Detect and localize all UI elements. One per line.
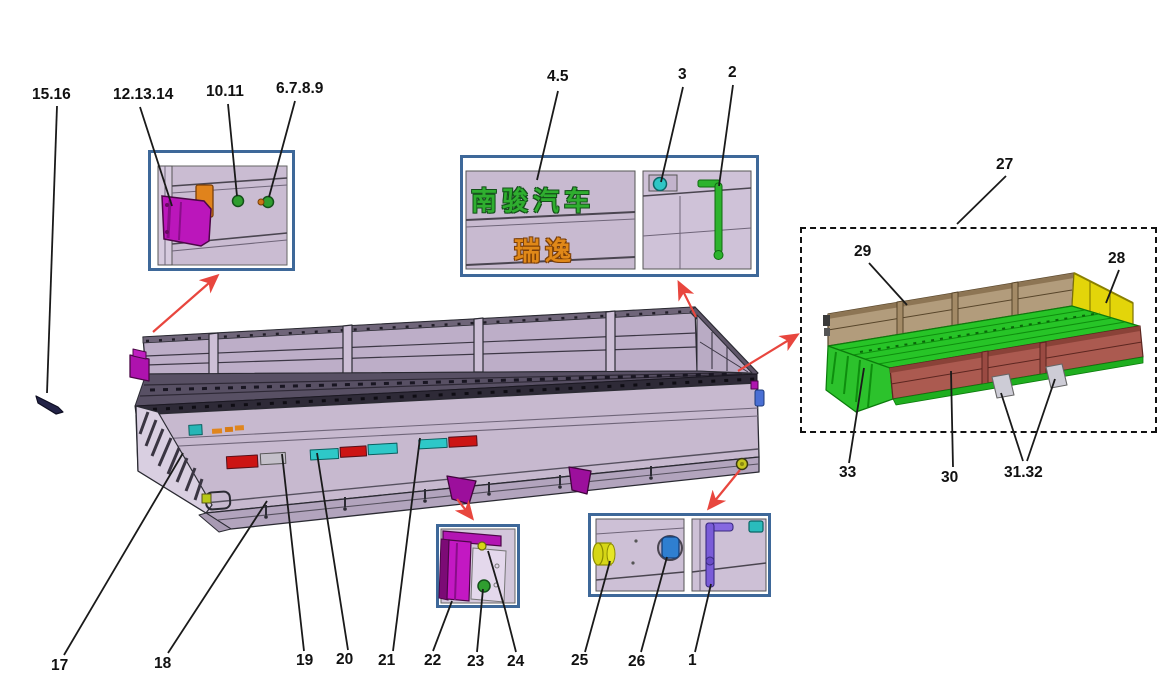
callout-17: 17 [51, 657, 69, 674]
callout-18: 18 [154, 655, 172, 672]
callout-1: 1 [688, 652, 697, 669]
support-bracket-magenta-1 [446, 475, 477, 505]
inset-box-bracket-detail [436, 524, 520, 608]
callout-23: 23 [467, 653, 485, 670]
callout-10-11: 10.11 [206, 83, 244, 100]
callout-33: 33 [839, 464, 857, 481]
brand-text-line2: 瑞逸 [514, 237, 577, 267]
callout-3: 3 [678, 66, 687, 83]
cargo-bed-line-drawing [35, 306, 765, 533]
small-logo-marks [211, 425, 245, 434]
callout-27: 27 [996, 156, 1014, 173]
item-15-16-strip [35, 395, 64, 415]
callout-21: 21 [378, 652, 396, 669]
floor-clip-teal [188, 424, 203, 436]
callout-2: 2 [728, 64, 737, 81]
callout-25: 25 [571, 652, 589, 669]
callout-31-32: 31.32 [1004, 464, 1043, 481]
callout-15-16: 15.16 [32, 86, 71, 103]
callout-22: 22 [424, 652, 442, 669]
callout-30: 30 [941, 469, 959, 486]
corner-bolt-yellow [735, 457, 749, 471]
left-hinge-magenta [129, 354, 150, 382]
callout-6-7-8-9: 6.7.8.9 [276, 80, 324, 97]
inset-box-plug-rod-detail [588, 513, 771, 597]
callout-19: 19 [296, 652, 314, 669]
callout-4-5: 4.5 [547, 68, 569, 85]
callout-26: 26 [628, 653, 646, 670]
inset-box-hinge-detail [148, 150, 295, 271]
callout-24: 24 [507, 653, 525, 670]
callout-12-13-14: 12.13.14 [113, 86, 174, 103]
callout-28: 28 [1108, 250, 1126, 267]
brand-text-line1: 南骏汽车 [471, 187, 596, 217]
support-bracket-magenta-2 [568, 466, 592, 495]
callout-20: 20 [336, 651, 354, 668]
callout-29: 29 [854, 243, 872, 260]
magnifier-arrows [152, 273, 800, 521]
